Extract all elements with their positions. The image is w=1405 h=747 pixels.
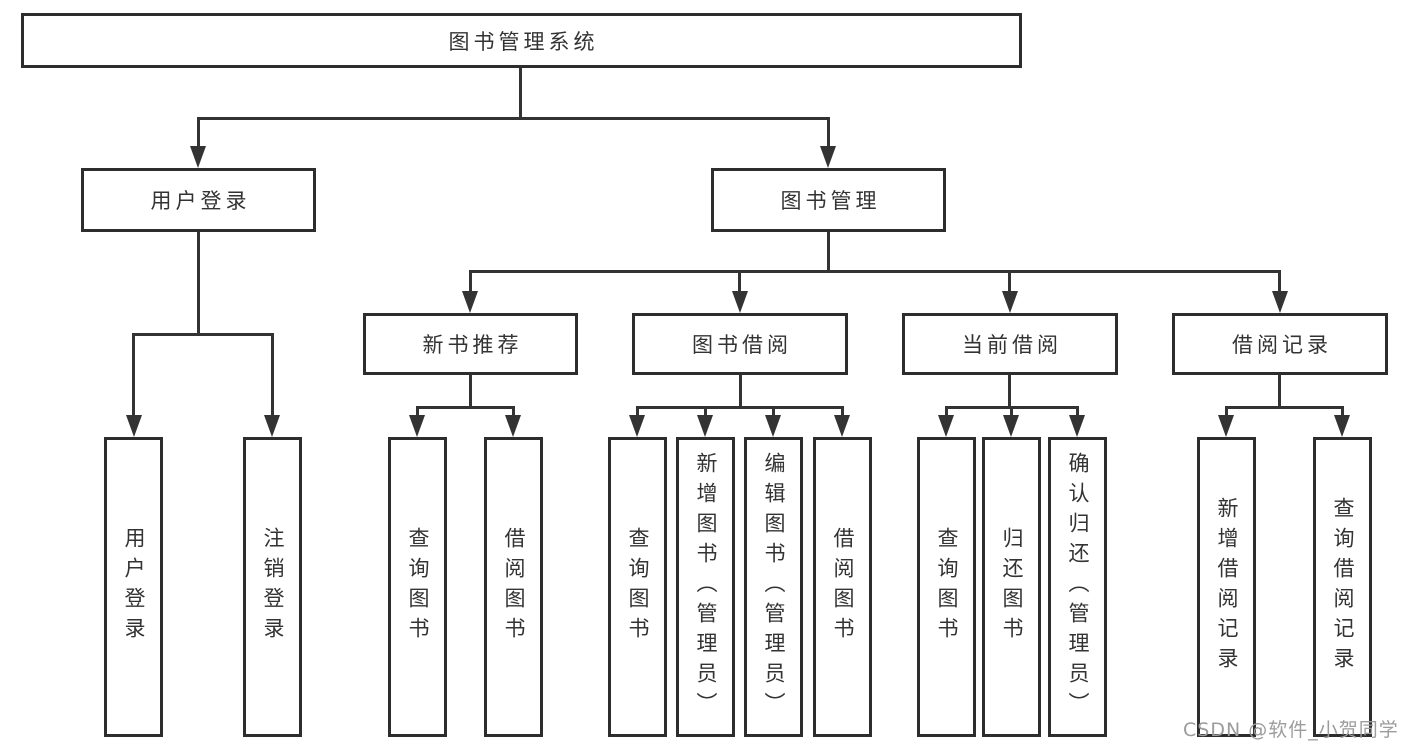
connector-vline bbox=[1278, 271, 1281, 297]
leaf-nbr-query-book: 查询图书 bbox=[388, 437, 447, 737]
connector-hline bbox=[132, 333, 274, 336]
leaf-label: 新增图书（管理员） bbox=[694, 452, 718, 722]
leaf-label: 借阅图书 bbox=[502, 527, 526, 647]
connector-hline bbox=[469, 270, 1281, 273]
arrow-down-icon bbox=[938, 415, 954, 437]
connector-vline bbox=[1010, 407, 1013, 421]
leaf-cb-query-book: 查询图书 bbox=[917, 437, 976, 737]
csdn-watermark: CSDN @软件_小贺同学 bbox=[1183, 719, 1399, 741]
connector-vline bbox=[197, 118, 200, 152]
arrow-down-icon bbox=[629, 415, 645, 437]
leaf-label: 用户登录 bbox=[122, 527, 146, 647]
leaf-bb-query-book: 查询图书 bbox=[608, 437, 667, 737]
leaf-br-query-record: 查询借阅记录 bbox=[1313, 437, 1372, 737]
leaf-logout: 注销登录 bbox=[243, 437, 302, 737]
connector-vline bbox=[739, 375, 742, 407]
connector-vline bbox=[132, 334, 135, 421]
arrow-down-icon bbox=[697, 415, 713, 437]
arrow-down-icon bbox=[834, 415, 850, 437]
arrow-down-icon bbox=[126, 415, 142, 437]
connector-vline bbox=[827, 118, 830, 152]
connector-vline bbox=[704, 407, 707, 421]
node-root: 图书管理系统 bbox=[21, 13, 1022, 68]
connector-hline bbox=[1225, 406, 1344, 409]
leaf-bb-edit-book: 编辑图书（管理员） bbox=[744, 437, 803, 737]
leaf-cb-return-book: 归还图书 bbox=[982, 437, 1041, 737]
arrow-down-icon bbox=[505, 415, 521, 437]
node-current-borrow: 当前借阅 bbox=[902, 313, 1118, 375]
connector-vline bbox=[738, 271, 741, 297]
leaf-bb-borrow-book: 借阅图书 bbox=[813, 437, 872, 737]
connector-vline bbox=[1008, 271, 1011, 297]
connector-hline bbox=[416, 406, 515, 409]
leaf-label: 查询图书 bbox=[935, 527, 959, 647]
leaf-cb-confirm-return: 确认归还（管理员） bbox=[1048, 437, 1107, 737]
connector-hline bbox=[197, 117, 830, 120]
leaf-label: 查询借阅记录 bbox=[1331, 497, 1355, 677]
connector-vline bbox=[945, 407, 948, 421]
connector-vline bbox=[1076, 407, 1079, 421]
arrow-down-icon bbox=[190, 146, 206, 168]
connector-vline bbox=[271, 334, 274, 421]
connector-vline bbox=[197, 232, 200, 334]
arrow-down-icon bbox=[1002, 291, 1018, 313]
arrow-down-icon bbox=[1003, 415, 1019, 437]
arrow-down-icon bbox=[732, 291, 748, 313]
leaf-label: 借阅图书 bbox=[831, 527, 855, 647]
arrow-down-icon bbox=[462, 291, 478, 313]
leaf-br-add-record: 新增借阅记录 bbox=[1197, 437, 1256, 737]
node-book-borrow: 图书借阅 bbox=[632, 313, 848, 375]
connector-vline bbox=[469, 375, 472, 407]
connector-vline bbox=[636, 407, 639, 421]
leaf-label: 查询图书 bbox=[626, 527, 650, 647]
arrow-down-icon bbox=[1272, 291, 1288, 313]
connector-vline bbox=[469, 271, 472, 297]
leaf-bb-add-book: 新增图书（管理员） bbox=[676, 437, 735, 737]
leaf-nbr-borrow-book: 借阅图书 bbox=[484, 437, 543, 737]
node-user-login: 用户登录 bbox=[81, 168, 316, 232]
leaf-label: 注销登录 bbox=[261, 527, 285, 647]
connector-vline bbox=[1278, 375, 1281, 407]
node-book-management: 图书管理 bbox=[711, 168, 946, 232]
arrow-down-icon bbox=[264, 415, 280, 437]
connector-hline bbox=[636, 406, 844, 409]
connector-vline bbox=[1341, 407, 1344, 421]
connector-vline bbox=[1225, 407, 1228, 421]
arrow-down-icon bbox=[1334, 415, 1350, 437]
node-new-book-recommend: 新书推荐 bbox=[363, 313, 578, 375]
leaf-label: 编辑图书（管理员） bbox=[762, 452, 786, 722]
connector-vline bbox=[827, 232, 830, 271]
leaf-label: 新增借阅记录 bbox=[1215, 497, 1239, 677]
connector-vline bbox=[416, 407, 419, 421]
arrow-down-icon bbox=[409, 415, 425, 437]
arrow-down-icon bbox=[1218, 415, 1234, 437]
arrow-down-icon bbox=[765, 415, 781, 437]
arrow-down-icon bbox=[820, 146, 836, 168]
connector-vline bbox=[1008, 375, 1011, 407]
leaf-label: 查询图书 bbox=[406, 527, 430, 647]
connector-vline bbox=[841, 407, 844, 421]
leaf-label: 归还图书 bbox=[1000, 527, 1024, 647]
node-borrow-records: 借阅记录 bbox=[1172, 313, 1388, 375]
arrow-down-icon bbox=[1069, 415, 1085, 437]
connector-vline bbox=[519, 66, 522, 118]
connector-vline bbox=[512, 407, 515, 421]
leaf-user-login: 用户登录 bbox=[104, 437, 163, 737]
connector-vline bbox=[772, 407, 775, 421]
leaf-label: 确认归还（管理员） bbox=[1066, 452, 1090, 722]
